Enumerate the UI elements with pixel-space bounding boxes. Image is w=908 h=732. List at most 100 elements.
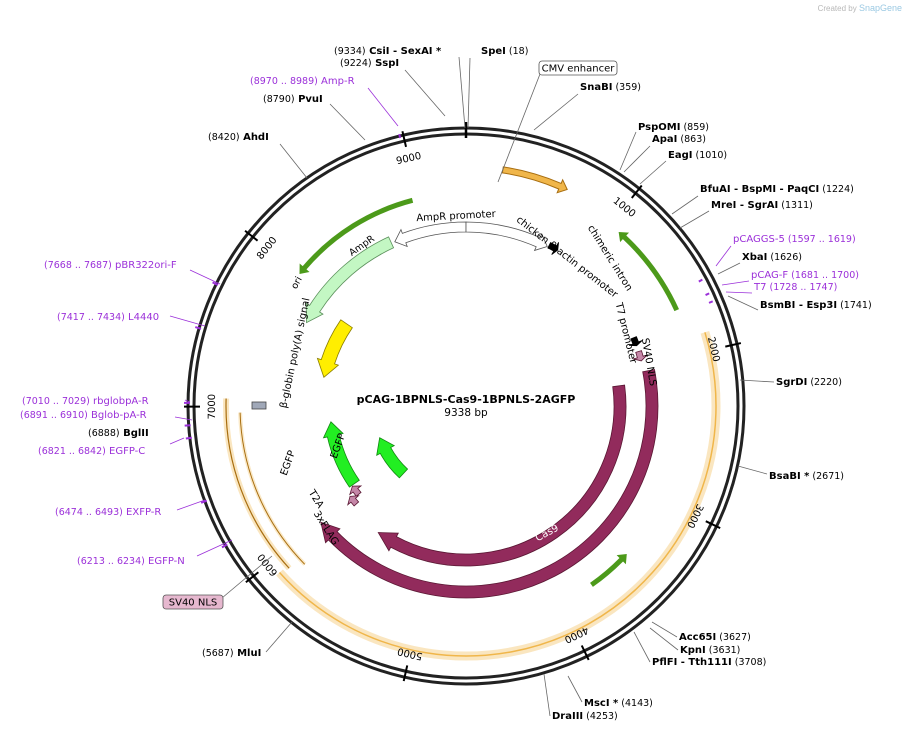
site-label-7: EagI (1010) <box>668 150 727 161</box>
primer-leader-2 <box>721 280 750 286</box>
tick-mark-6000 <box>245 571 259 584</box>
site-label-4-part-0: (8790) <box>263 94 295 105</box>
primer-leader-6 <box>184 399 191 403</box>
site-label-3-part-1: (359) <box>612 82 641 93</box>
primer-label-9: (6474 .. 6493) EXFP-R <box>55 507 161 518</box>
site-label-17-part-0: KpnI <box>680 645 706 656</box>
egfp-arrow-b <box>376 437 409 479</box>
site-label-20: DraIII (4253) <box>552 711 618 722</box>
site-label-5-part-1: (859) <box>680 122 709 133</box>
primer-label-9-part-0: (6474 .. 6493) <box>55 507 123 518</box>
site-label-9: BfuAI - BspMI - PaqCI (1224) <box>700 184 854 195</box>
site-leader-3 <box>533 93 579 131</box>
t2a-feature <box>349 485 363 497</box>
site-label-11: XbaI (1626) <box>742 252 802 263</box>
primer-leader-8 <box>169 437 185 445</box>
site-label-18: PflFI - Tth111I (3708) <box>652 657 766 668</box>
site-leader-16 <box>651 621 678 638</box>
orange-line-left-inner <box>239 412 306 565</box>
site-label-13-part-0: SgrDI <box>776 377 807 388</box>
primer-label-0: (8970 .. 8989) Amp-R <box>250 76 355 87</box>
primer-label-7-part-1: Bglob-pA-R <box>88 410 147 421</box>
green-arrow-ampr <box>299 197 414 274</box>
primer-tick-0 <box>398 133 402 139</box>
map-length: 9338 bp <box>444 407 488 419</box>
primer-label-1-part-0: pCAGGS-5 <box>733 234 785 245</box>
orange-line-left <box>225 398 290 569</box>
snapgene-watermark: Created by SnapGene <box>817 3 902 13</box>
map-title: pCAG-1BPNLS-Cas9-1BPNLS-2AGFP <box>357 393 576 406</box>
primer-label-4-part-0: (7668 .. 7687) <box>44 260 112 271</box>
tick-mark-4000 <box>580 645 590 661</box>
site-label-1: SpeI (18) <box>481 46 528 57</box>
cas9-inner-arrow <box>377 384 627 567</box>
site-label-11-part-0: XbaI <box>742 252 767 263</box>
site-leader-13 <box>739 379 775 383</box>
site-label-18-part-1: (3708) <box>732 657 767 668</box>
label-sv40-nls-feature: SV40 NLS <box>639 337 658 387</box>
primer-label-3-part-0: T7 <box>753 282 766 293</box>
site-label-4-part-1: PvuI <box>295 94 323 105</box>
tick-mark-1000 <box>630 184 643 199</box>
cas9-outer-arrow <box>320 369 659 599</box>
primer-label-10: (6213 .. 6234) EGFP-N <box>77 556 185 567</box>
site-label-2-part-0: (9224) <box>340 58 372 69</box>
site-label-17: KpnI (3631) <box>680 645 740 656</box>
site-leader-11 <box>717 262 741 275</box>
site-label-3-part-0: SnaBI <box>580 82 612 93</box>
label-egfp-a: EGFP <box>279 449 298 477</box>
site-label-16-part-1: (3627) <box>716 632 751 643</box>
primer-label-1-part-1: (1597 .. 1619) <box>785 234 856 245</box>
site-leader-10 <box>679 210 710 229</box>
boxed-sv40-nls: SV40 NLS <box>169 598 218 609</box>
primer-leader-9 <box>176 499 206 511</box>
site-label-19-part-1: (4143) <box>618 698 653 709</box>
site-label-10: MreI - SgrAI (1311) <box>711 200 813 211</box>
boxed-cmv-enhancer-leader <box>497 73 541 183</box>
site-label-19: MscI * (4143) <box>584 698 653 709</box>
site-label-16-part-0: Acc65I <box>679 632 716 643</box>
site-label-8: (8420) AhdI <box>208 132 269 143</box>
site-label-19-part-0: MscI * <box>584 698 619 709</box>
tick-label-5000: 5000 <box>396 645 423 661</box>
primer-label-4: (7668 .. 7687) pBR322ori-F <box>44 260 177 271</box>
site-label-0-part-0: (9334) <box>334 46 366 57</box>
primer-tick-2 <box>705 292 710 296</box>
primer-label-2-part-0: pCAG-F <box>751 270 788 281</box>
site-label-16: Acc65I (3627) <box>679 632 751 643</box>
primer-label-0-part-1: Amp-R <box>318 76 355 87</box>
site-label-0: (9334) CsiI - SexAI * <box>334 46 442 57</box>
primer-label-2-part-1: (1681 .. 1700) <box>788 270 859 281</box>
primer-leader-3 <box>725 291 753 294</box>
site-label-10-part-1: (1311) <box>778 200 813 211</box>
cds-highlight-line <box>278 332 717 657</box>
globin-pa-box <box>251 401 267 410</box>
primer-label-6: (7010 .. 7029) rbglobpA-R <box>22 396 149 407</box>
primer-label-7: (6891 .. 6910) Bglob-pA-R <box>20 410 147 421</box>
site-label-14-part-0: BsaBI * <box>769 471 810 482</box>
primer-label-4-part-1: pBR322ori-F <box>112 260 177 271</box>
tick-mark-8000 <box>244 229 259 242</box>
chimeric-intron-start <box>547 242 559 255</box>
primer-label-8: (6821 .. 6842) EGFP-C <box>38 446 145 457</box>
primer-label-10-part-0: (6213 .. 6234) <box>77 556 145 567</box>
site-label-9-part-1: (1224) <box>819 184 854 195</box>
boxed-cmv-enhancer-box <box>538 60 618 76</box>
primer-label-0-part-0: (8970 .. 8989) <box>250 76 318 87</box>
site-label-21-part-1: MluI <box>234 648 262 659</box>
primer-label-9-part-1: EXFP-R <box>123 507 162 518</box>
primer-label-8-part-1: EGFP-C <box>106 446 145 457</box>
primer-tick-8 <box>185 436 192 440</box>
site-label-8-part-0: (8420) <box>208 132 240 143</box>
site-label-1-part-0: SpeI <box>481 46 506 57</box>
orange-feature-top <box>501 166 568 194</box>
label-ampr-promoter: AmpR promoter <box>416 209 497 224</box>
primer-label-1: pCAGGS-5 (1597 .. 1619) <box>733 234 856 245</box>
site-leader-4 <box>329 103 366 141</box>
site-leader-8 <box>279 143 308 179</box>
primer-leader-0 <box>367 87 399 127</box>
primer-tick-9 <box>200 499 208 504</box>
site-label-0-part-1: CsiI - SexAI * <box>366 46 442 57</box>
site-label-6-part-1: (863) <box>677 134 706 145</box>
label-cas9-outer: Cas9 <box>560 571 587 592</box>
